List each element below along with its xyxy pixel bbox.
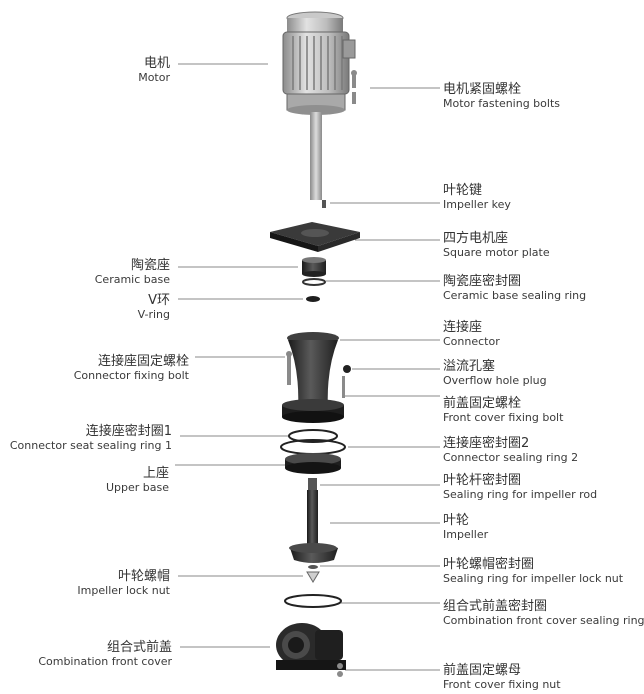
label-zh: 前盖固定螺栓 xyxy=(443,396,522,411)
label-impeller-key: 叶轮键 Impeller key xyxy=(443,183,511,212)
label-zh: 叶轮 xyxy=(443,513,470,528)
label-conn-ring2: 连接座密封圈2 Connector sealing ring 2 xyxy=(443,436,579,465)
label-lock-nut: 叶轮螺帽 Impeller lock nut xyxy=(77,569,170,598)
label-front-cover-bolt: 前盖固定螺栓 Front cover fixing bolt xyxy=(443,396,564,425)
lock-nut-part xyxy=(306,565,320,583)
label-en: Front cover fixing bolt xyxy=(443,410,564,424)
conn-seat-ring1-part xyxy=(288,429,338,443)
label-lock-nut-ring: 叶轮螺帽密封圈 Sealing ring for impeller lock n… xyxy=(443,557,624,586)
leader-lines xyxy=(175,63,440,671)
ceramic-base-part xyxy=(302,257,326,277)
label-rod-ring: 叶轮杆密封圈 Sealing ring for impeller rod xyxy=(443,473,598,502)
label-upper-base: 上座 Upper base xyxy=(105,466,169,495)
label-en: V-ring xyxy=(137,307,170,321)
comb-ring-part xyxy=(284,594,342,608)
comb-front-cover-part xyxy=(276,623,346,670)
label-zh: 上座 xyxy=(142,466,169,481)
label-en: Upper base xyxy=(105,480,169,494)
label-zh: 叶轮键 xyxy=(443,183,483,198)
motor-shaft xyxy=(310,112,322,200)
label-comb-cover: 组合式前盖 Combination front cover xyxy=(38,640,172,669)
label-en: Connector seat sealing ring 1 xyxy=(9,438,172,452)
label-impeller: 叶轮 Impeller xyxy=(443,513,489,542)
label-motor-bolts: 电机紧固螺栓 Motor fastening bolts xyxy=(443,82,560,111)
label-zh: 电机 xyxy=(143,56,170,71)
motor-part xyxy=(282,11,356,115)
label-en: Ceramic base sealing ring xyxy=(443,288,587,302)
label-en: Sealing ring for impeller rod xyxy=(443,487,598,501)
label-zh: 连接座 xyxy=(443,320,483,335)
label-en: Connector xyxy=(443,334,500,348)
label-zh: 连接座密封圈1 xyxy=(85,424,172,439)
label-zh: 组合式前盖 xyxy=(106,640,172,655)
ceramic-ring-part xyxy=(302,278,326,286)
label-zh: 溢流孔塞 xyxy=(443,359,496,374)
connector-part xyxy=(282,332,344,423)
label-zh: 叶轮螺帽密封圈 xyxy=(443,557,535,572)
label-conn-seat-ring1: 连接座密封圈1 Connector seat sealing ring 1 xyxy=(9,424,172,453)
label-zh: 组合式前盖密封圈 xyxy=(443,599,548,614)
label-connector-bolt: 连接座固定螺栓 Connector fixing bolt xyxy=(73,354,189,383)
label-square-plate: 四方电机座 Square motor plate xyxy=(443,231,550,260)
label-comb-ring: 组合式前盖密封圈 Combination front cover sealing… xyxy=(443,599,644,628)
rod-ring-part xyxy=(308,478,317,490)
label-motor: 电机 Motor xyxy=(138,56,170,85)
v-ring-part xyxy=(306,296,320,302)
label-zh: V环 xyxy=(148,293,170,308)
label-en: Impeller xyxy=(443,527,489,541)
label-en: Motor fastening bolts xyxy=(443,96,560,110)
connector-bolt-part xyxy=(286,351,292,385)
label-en: Front cover fixing nut xyxy=(443,677,561,691)
impeller-part xyxy=(289,490,338,563)
label-ceramic-ring: 陶瓷座密封圈 Ceramic base sealing ring xyxy=(443,274,587,303)
motor-bolts-part xyxy=(351,70,357,104)
label-zh: 前盖固定螺母 xyxy=(443,663,522,678)
label-zh: 四方电机座 xyxy=(443,231,509,246)
label-en: Ceramic base xyxy=(94,272,170,286)
label-front-cover-nut: 前盖固定螺母 Front cover fixing nut xyxy=(443,663,561,692)
label-zh: 陶瓷座密封圈 xyxy=(443,274,522,289)
label-en: Combination front cover xyxy=(38,654,172,668)
label-v-ring: V环 V-ring xyxy=(137,293,170,322)
label-en: Sealing ring for impeller lock nut xyxy=(443,571,624,585)
label-zh: 连接座密封圈2 xyxy=(443,436,530,451)
label-overflow-plug: 溢流孔塞 Overflow hole plug xyxy=(443,359,547,388)
label-zh: 叶轮螺帽 xyxy=(117,569,170,584)
front-cover-nut-part xyxy=(337,663,343,677)
label-connector: 连接座 Connector xyxy=(443,320,500,349)
upper-base-part xyxy=(285,453,341,474)
label-en: Overflow hole plug xyxy=(443,373,547,387)
label-en: Combination front cover sealing ring xyxy=(443,613,644,627)
label-en: Impeller key xyxy=(443,197,511,211)
label-en: Connector fixing bolt xyxy=(73,368,189,382)
label-en: Square motor plate xyxy=(443,245,550,259)
label-zh: 陶瓷座 xyxy=(130,258,170,273)
label-ceramic-base: 陶瓷座 Ceramic base xyxy=(94,258,170,287)
impeller-key-part xyxy=(322,200,326,208)
overflow-plug-part xyxy=(342,365,351,398)
label-zh: 电机紧固螺栓 xyxy=(443,82,522,97)
label-en: Connector sealing ring 2 xyxy=(443,450,579,464)
square-motor-plate-part xyxy=(270,222,360,252)
label-en: Motor xyxy=(138,70,170,84)
label-zh: 连接座固定螺栓 xyxy=(97,354,189,369)
label-zh: 叶轮杆密封圈 xyxy=(443,473,522,488)
label-en: Impeller lock nut xyxy=(77,583,170,597)
